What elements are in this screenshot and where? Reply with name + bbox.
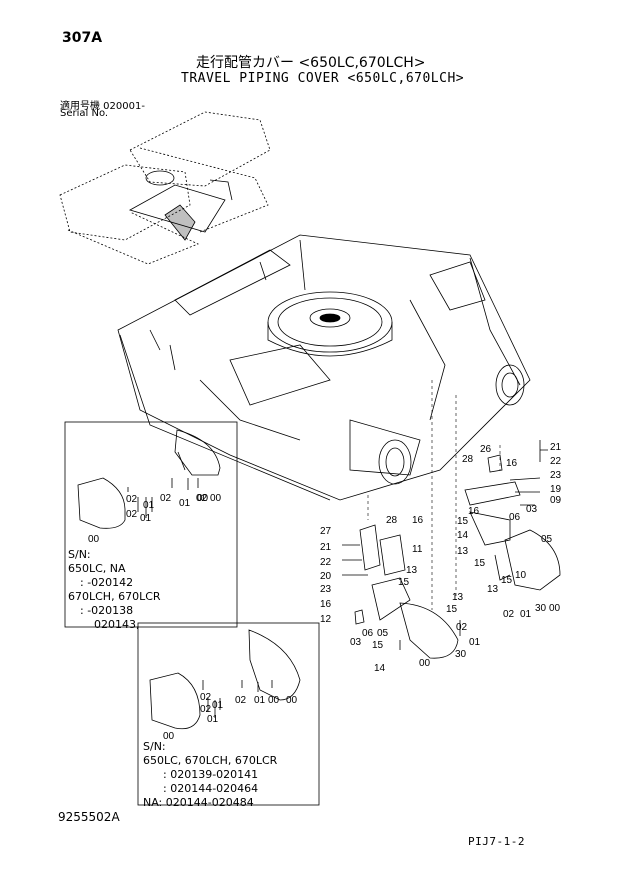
label: 15 bbox=[457, 516, 469, 527]
inset2-serial-notes: S/N: 650LC, 670LCH, 670LCR : 020139-0201… bbox=[143, 740, 277, 810]
serial-label-japanese: 適用号機 020001- bbox=[60, 101, 145, 112]
label: 01 bbox=[254, 695, 266, 706]
label: 12 bbox=[320, 614, 332, 625]
sn-line: 650LC, NA bbox=[68, 562, 126, 575]
label: 28 bbox=[462, 454, 474, 465]
label: 26 bbox=[480, 444, 492, 455]
label: 00 bbox=[88, 534, 100, 545]
serial-label-english: Serial No. bbox=[60, 108, 109, 119]
label: 01 bbox=[140, 513, 152, 524]
label: 02 bbox=[235, 695, 247, 706]
label: 00 bbox=[210, 493, 222, 504]
sn-line: : 020139-020141 bbox=[163, 768, 259, 781]
label: 16 bbox=[468, 506, 480, 517]
label: 20 bbox=[320, 571, 332, 582]
label: 15 bbox=[398, 577, 410, 588]
label: 01 bbox=[143, 500, 155, 511]
label: 16 bbox=[320, 599, 332, 610]
label: 30 bbox=[535, 603, 547, 614]
label: 00 bbox=[268, 695, 280, 706]
label: 01 bbox=[520, 609, 532, 620]
label: 09 bbox=[550, 495, 562, 506]
label: 02 bbox=[200, 692, 212, 703]
label: 15 bbox=[501, 575, 513, 586]
label: 13 bbox=[457, 546, 469, 557]
label: 02 bbox=[456, 622, 468, 633]
label: 13 bbox=[487, 584, 499, 595]
sn-line: S/N: bbox=[143, 740, 166, 753]
document-number: 9255502A bbox=[58, 810, 120, 824]
label: 22 bbox=[320, 557, 332, 568]
label: 00 bbox=[197, 493, 209, 504]
label: 13 bbox=[452, 592, 464, 603]
sn-line: 020143, bbox=[94, 618, 140, 631]
label: 23 bbox=[550, 470, 562, 481]
callout-labels: 26 28 16 21 22 23 19 09 03 06 05 16 15 1… bbox=[88, 442, 562, 742]
label: 01 bbox=[469, 637, 481, 648]
left-cover-parts bbox=[342, 524, 461, 659]
label: 06 bbox=[509, 512, 521, 523]
label: 00 bbox=[163, 731, 175, 742]
lower-frame bbox=[117, 234, 531, 501]
title-english: TRAVEL PIPING COVER <650LC,670LCH> bbox=[181, 71, 465, 86]
label: 21 bbox=[320, 542, 332, 553]
label: 28 bbox=[386, 515, 398, 526]
label: 00 bbox=[549, 603, 561, 614]
label: 14 bbox=[457, 530, 469, 541]
sn-line: : -020138 bbox=[80, 604, 134, 617]
undercarriage-overview bbox=[59, 111, 271, 265]
leader-lines bbox=[367, 380, 501, 610]
label: 06 bbox=[362, 628, 374, 639]
label: 02 bbox=[196, 493, 208, 504]
title-japanese: 走行配管カバー <650LC,670LCH> bbox=[196, 55, 426, 71]
label: 02 bbox=[126, 494, 138, 505]
sn-line: NA: 020144-020484 bbox=[143, 796, 254, 809]
label: 16 bbox=[506, 458, 518, 469]
inset-box-2 bbox=[137, 622, 320, 806]
sn-line: : 020144-020464 bbox=[163, 782, 259, 795]
sn-line: 670LCH, 670LCR bbox=[68, 590, 161, 603]
label: 01 bbox=[212, 700, 224, 711]
label: 27 bbox=[320, 526, 332, 537]
label: 11 bbox=[412, 544, 423, 555]
label: 03 bbox=[526, 504, 538, 515]
label: 01 bbox=[179, 498, 191, 509]
label: 23 bbox=[320, 584, 332, 595]
sn-line: : -020142 bbox=[80, 576, 134, 589]
label: 30 bbox=[455, 649, 467, 660]
label: 21 bbox=[550, 442, 562, 453]
label: 05 bbox=[377, 628, 389, 639]
label: 15 bbox=[474, 558, 486, 569]
inset-box-1 bbox=[64, 421, 238, 628]
label: 22 bbox=[550, 456, 562, 467]
right-cover-parts bbox=[464, 440, 561, 591]
label: 05 bbox=[541, 534, 553, 545]
page-number: 307A bbox=[62, 30, 103, 46]
label: 16 bbox=[412, 515, 424, 526]
label: 10 bbox=[515, 570, 527, 581]
label: 00 bbox=[419, 658, 431, 669]
label: 03 bbox=[350, 637, 362, 648]
label: 02 bbox=[200, 704, 212, 715]
label: 02 bbox=[160, 493, 172, 504]
label: 14 bbox=[374, 663, 386, 674]
label: 02 bbox=[503, 609, 515, 620]
sn-line: S/N: bbox=[68, 548, 91, 561]
label: 13 bbox=[406, 565, 418, 576]
label: 02 bbox=[126, 509, 138, 520]
inset1-serial-notes: S/N: 650LC, NA : -020142 670LCH, 670LCR … bbox=[68, 548, 161, 632]
sn-line: 650LC, 670LCH, 670LCR bbox=[143, 754, 278, 767]
label: 19 bbox=[550, 484, 562, 495]
label: 15 bbox=[372, 640, 384, 651]
label: 00 bbox=[286, 695, 298, 706]
label: 01 bbox=[207, 714, 219, 725]
label: 15 bbox=[446, 604, 458, 615]
page-reference: PIJ7-1-2 bbox=[468, 835, 525, 848]
